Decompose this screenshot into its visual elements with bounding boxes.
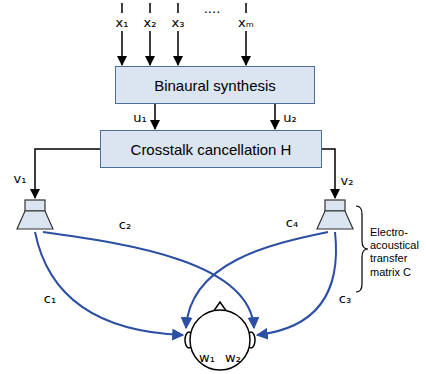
signal-name: v₁	[14, 172, 27, 185]
transfer-name: c₃	[339, 292, 351, 305]
signal-name: w₂	[225, 351, 241, 364]
signal-name: v₂	[341, 174, 354, 187]
brace	[356, 206, 368, 292]
signal-name: x₃	[172, 16, 185, 29]
signal-name: u₁	[133, 111, 146, 124]
signal-name: u₂	[283, 111, 296, 124]
input-tick	[121, 3, 123, 13]
acoustic-path	[186, 232, 328, 328]
acoustic-path	[35, 232, 183, 335]
input-tick	[149, 3, 151, 13]
input-arrow	[245, 31, 247, 65]
loudspeaker-magnet	[325, 200, 345, 211]
input-arrow	[177, 31, 179, 65]
acoustic-path	[257, 232, 336, 335]
output-wire	[35, 149, 100, 198]
listener-head	[190, 310, 250, 370]
process-box: Binaural synthesis	[115, 66, 315, 104]
signal-name: xₘ	[238, 16, 254, 29]
acoustic-path	[43, 232, 254, 328]
transfer-name: c₄	[286, 216, 298, 229]
output-wire	[322, 149, 335, 198]
input-arrow	[121, 31, 123, 65]
transfer-name: c₂	[119, 218, 131, 231]
process-box: Crosstalk cancellation H	[100, 130, 322, 168]
signal-arrow	[154, 104, 156, 129]
signal-name: x₁	[116, 16, 129, 29]
loudspeaker-cone	[317, 211, 353, 229]
input-tick	[245, 3, 247, 13]
box-label: Crosstalk cancellation H	[131, 141, 292, 158]
loudspeaker-magnet	[25, 200, 45, 211]
bracket-note: Electro- acoustical transfer matrix C	[370, 226, 424, 279]
signal-name: x₂	[144, 16, 157, 29]
signal-name: w₁	[199, 351, 215, 364]
box-label: Binaural synthesis	[154, 77, 276, 94]
input-tick	[177, 3, 179, 13]
transfer-name: c₁	[44, 292, 56, 305]
input-arrow	[149, 31, 151, 65]
signal-arrow	[274, 104, 276, 129]
ellipsis: ....	[204, 2, 221, 15]
loudspeaker-cone	[17, 211, 53, 229]
